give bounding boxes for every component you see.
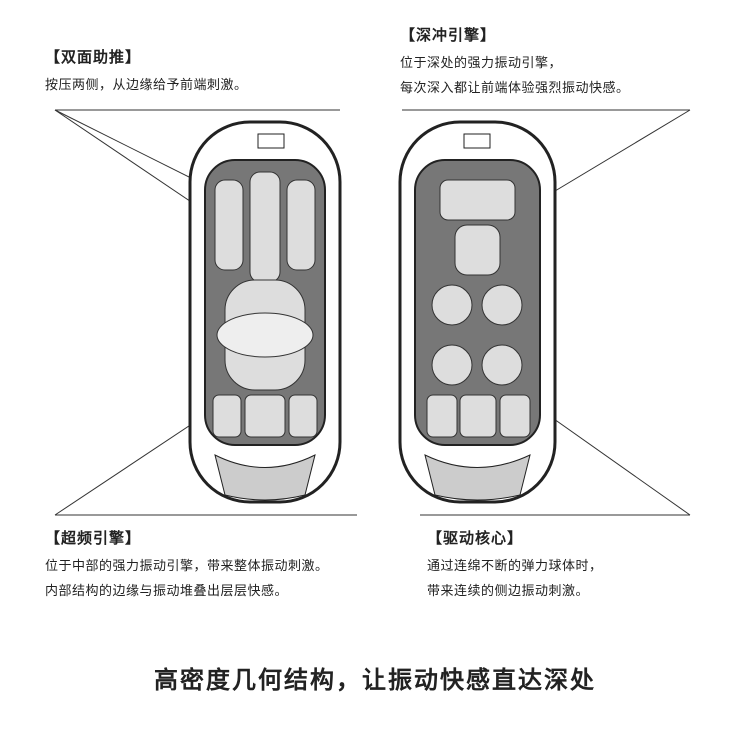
callout-text: 通过连绵不断的弹力球体时，: [427, 559, 603, 574]
callout-title: 【深冲引擎】: [400, 26, 497, 44]
callout-text: 内部结构的边缘与振动堆叠出层层快感。: [45, 584, 289, 599]
callout-title: 【双面助推】: [45, 48, 142, 66]
callout-deep-engine: 【深冲引擎】 位于深处的强力振动引擎， 每次深入都让前端体验强烈振动快感。: [400, 24, 630, 101]
headline: 高密度几何结构，让振动快感直达深处: [154, 666, 596, 694]
callout-text: 位于中部的强力振动引擎，带来整体振动刺激。: [45, 559, 329, 574]
right-capsule: [398, 120, 557, 504]
callout-lines: [54, 109, 691, 516]
callout-drive-core: 【驱动核心】 通过连绵不断的弹力球体时， 带来连续的侧边振动刺激。: [427, 527, 603, 604]
callout-dual-push: 【双面助推】 按压两侧，从边缘给予前端刺激。: [45, 46, 248, 98]
callout-overclock-engine: 【超频引擎】 位于中部的强力振动引擎，带来整体振动刺激。 内部结构的边缘与振动堆…: [45, 527, 329, 604]
left-capsule: [188, 120, 342, 504]
callout-title: 【超频引擎】: [45, 529, 142, 547]
callout-text: 每次深入都让前端体验强烈振动快感。: [400, 81, 630, 96]
callout-text: 带来连续的侧边振动刺激。: [427, 584, 590, 599]
callout-text: 按压两侧，从边缘给予前端刺激。: [45, 78, 248, 93]
callout-text: 位于深处的强力振动引擎，: [400, 56, 563, 71]
callout-title: 【驱动核心】: [427, 529, 524, 547]
